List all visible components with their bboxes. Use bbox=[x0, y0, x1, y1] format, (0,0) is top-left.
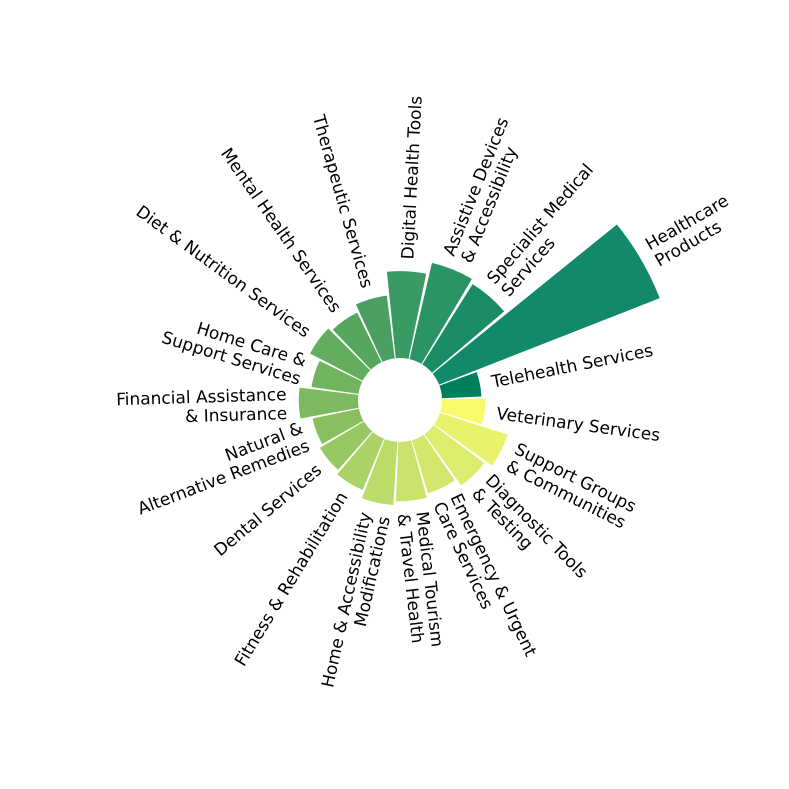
bar-diet-and-nutrition-services bbox=[310, 328, 371, 381]
bar-diagnostic-tools-and-testing bbox=[424, 425, 485, 486]
label-home-and-accessibility-modifications: Home & AccessibilityModifications bbox=[318, 510, 395, 693]
bar-therapeutic-services bbox=[355, 295, 395, 362]
bar-support-groups-and-communities bbox=[434, 412, 508, 466]
bar-telehealth-services bbox=[439, 372, 482, 399]
bar-specialist-medical-services bbox=[422, 284, 505, 373]
bar-home-and-accessibility-modifications bbox=[361, 439, 398, 505]
bar-financial-assistance-and-insurance bbox=[298, 387, 359, 419]
label-therapeutic-services: Therapeutic Services bbox=[308, 112, 377, 291]
bar-dental-services bbox=[319, 421, 373, 470]
label-medical-tourism-and-travel-health: Medical Tourism& Travel Health bbox=[392, 510, 446, 650]
bar-fitness-and-rehabilitation bbox=[337, 432, 384, 490]
label-financial-assistance-and-insurance: Financial Assistance& Insurance bbox=[116, 385, 288, 429]
label-healthcare-products: HealthcareProducts bbox=[642, 191, 742, 271]
bars-layer bbox=[298, 224, 660, 505]
bar-home-care-and-support-services bbox=[311, 360, 363, 394]
bar-medical-tourism-and-travel-health bbox=[395, 440, 427, 502]
bar-healthcare-products bbox=[432, 224, 660, 385]
bar-mental-health-services bbox=[332, 312, 382, 370]
bar-natural-and-alternative-remedies bbox=[312, 408, 364, 445]
labels-layer: Telehealth ServicesHealthcareProductsSpe… bbox=[116, 95, 742, 693]
bar-veterinary-services bbox=[440, 398, 486, 425]
bar-assistive-devices-and-accessibility bbox=[409, 262, 472, 364]
bar-emergency-and-urgent-care-services bbox=[412, 434, 455, 494]
bar-digital-health-tools bbox=[386, 271, 427, 359]
label-digital-health-tools: Digital Health Tools bbox=[398, 95, 426, 260]
